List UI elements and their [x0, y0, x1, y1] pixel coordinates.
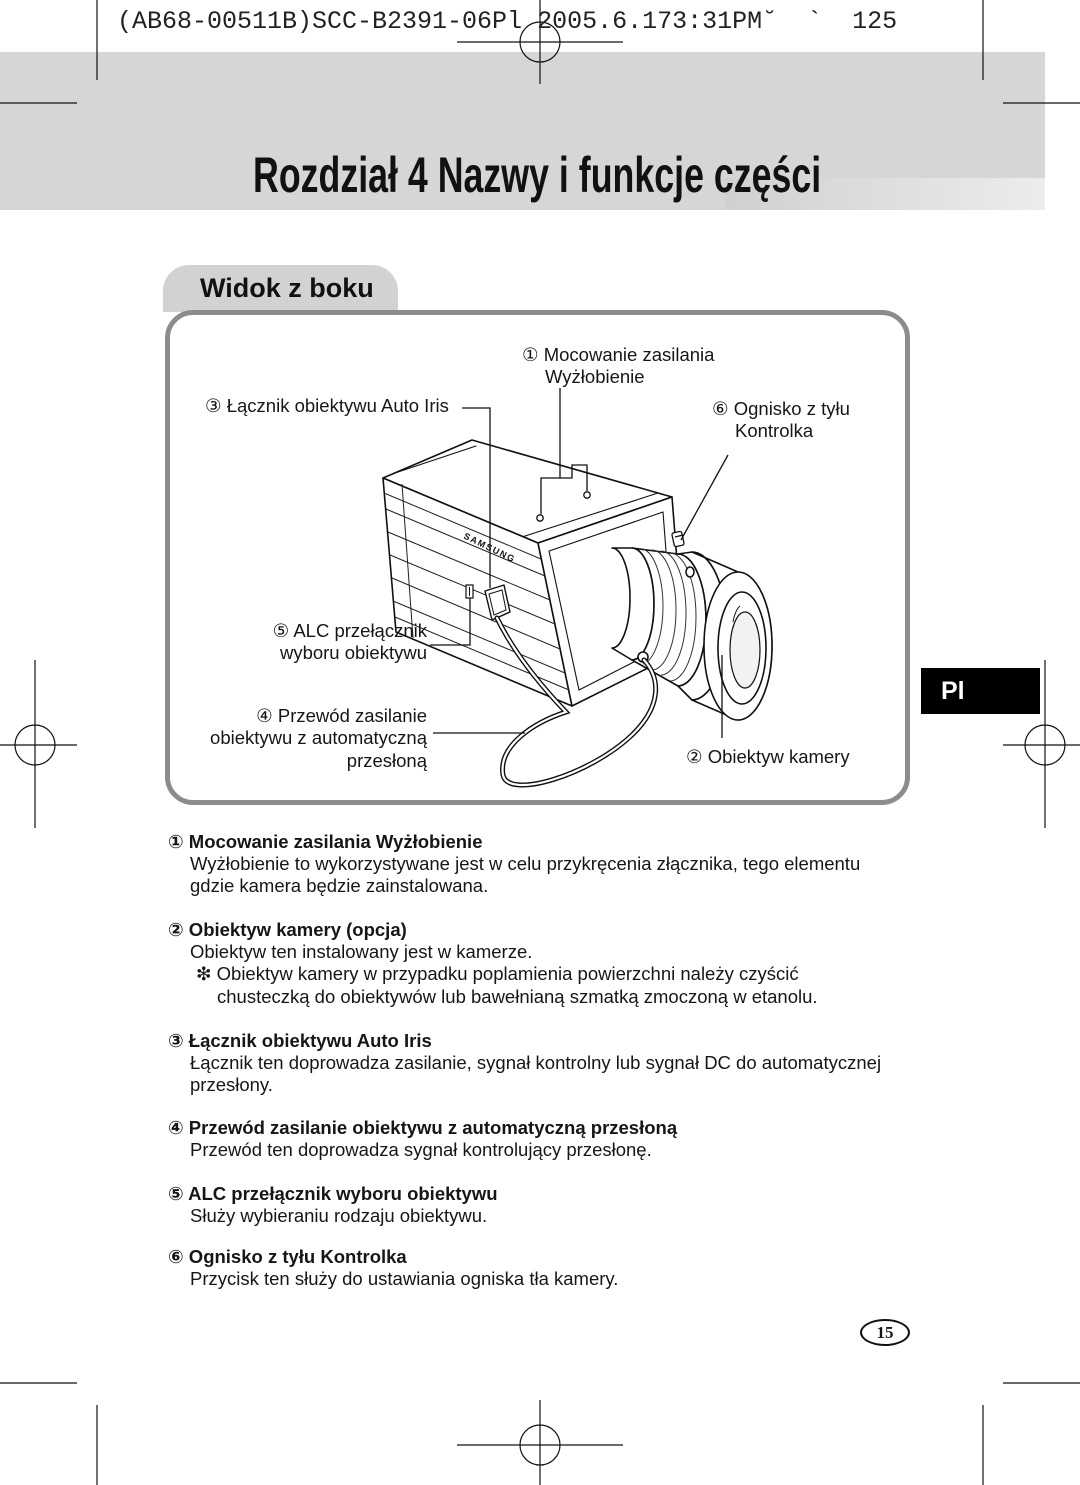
label-alc-line2: wyboru obiektywu	[279, 642, 427, 663]
mount-holes	[536, 491, 591, 522]
camera-lens	[611, 547, 773, 721]
auto-iris-connector	[484, 584, 511, 621]
print-slug: (AB68-00511B)SCC-B2391-06Pl 2005.6.173:3…	[117, 7, 898, 36]
item-2-text: Obiektyw ten instalowany jest w kamerze.	[190, 941, 533, 962]
label-mount-line2: Wyżłobienie	[545, 366, 645, 387]
label-alc-line1: ⑤ ALC przełącznik	[272, 620, 427, 641]
leader-lines	[430, 388, 729, 738]
label-lens: ② Obiektyw kamery	[686, 746, 850, 767]
item-3-title: ③ Łącznik obiektywu Auto Iris	[168, 1030, 432, 1051]
section-tab: Widok z boku	[163, 265, 398, 312]
page-number-badge: 15	[860, 1319, 910, 1346]
item-6-title: ⑥ Ognisko z tyłu Kontrolka	[168, 1246, 407, 1267]
camera-top-band	[391, 445, 477, 475]
item-5-title: ⑤ ALC przełącznik wyboru obiektywu	[168, 1183, 498, 1204]
back-focus-knob	[671, 530, 685, 548]
item-1-title: ① Mocowanie zasilania Wyżłobienie	[168, 831, 483, 852]
item-2-note: ❇ Obiektyw kamery w przypadku poplamieni…	[196, 963, 799, 984]
label-connector: ③ Łącznik obiektywu Auto Iris	[205, 395, 449, 416]
label-backfocus-line2: Kontrolka	[735, 420, 814, 441]
label-mount-line1: ① Mocowanie zasilania	[522, 344, 715, 365]
label-backfocus-line1: ⑥ Ognisko z tyłu	[712, 398, 850, 419]
item-3-text: przesłony.	[190, 1074, 273, 1095]
label-cable-line3: przesłoną	[346, 750, 427, 771]
camera-diagram: SAMSUNG	[382, 388, 773, 788]
lens-lock-screw	[685, 566, 695, 578]
label-cable-line2: obiektywu z automatyczną	[210, 727, 427, 748]
banner-highlight	[725, 178, 1045, 210]
chapter-title: Rozdział 4 Nazwy i funkcje części	[253, 147, 822, 203]
item-4-title: ④ Przewód zasilanie obiektywu z automaty…	[168, 1117, 678, 1138]
label-cable-line1: ④ Przewód zasilanie	[256, 705, 427, 726]
item-5-text: Służy wybieraniu rodzaju obiektywu.	[190, 1205, 488, 1226]
item-1-text: Wyżłobienie to wykorzystywane jest w cel…	[190, 853, 861, 874]
auto-iris-cable	[494, 615, 659, 788]
item-2-note: chusteczką do obiektywów lub bawełnianą …	[217, 986, 818, 1007]
page-number: 15	[876, 1323, 894, 1342]
language-tab: Pl	[921, 668, 1040, 714]
language-tab-label: Pl	[941, 677, 965, 705]
item-3-text: Łącznik ten doprowadza zasilanie, sygnał…	[190, 1052, 882, 1073]
section-tab-label: Widok z boku	[200, 273, 374, 303]
item-1-text: gdzie kamera będzie zainstalowana.	[190, 875, 489, 896]
camera-side-ribs	[383, 483, 570, 691]
item-6-text: Przycisk ten służy do ustawiania ogniska…	[190, 1268, 619, 1289]
registration-mark-right	[1003, 660, 1080, 828]
diagram-frame	[165, 310, 910, 805]
item-2-title: ② Obiektyw kamery (opcja)	[168, 919, 407, 940]
registration-mark-left	[0, 660, 77, 828]
registration-mark-bottom	[457, 1400, 623, 1485]
registration-mark-top	[457, 0, 623, 84]
item-4-text: Przewód ten doprowadza sygnał kontrolują…	[190, 1139, 652, 1160]
